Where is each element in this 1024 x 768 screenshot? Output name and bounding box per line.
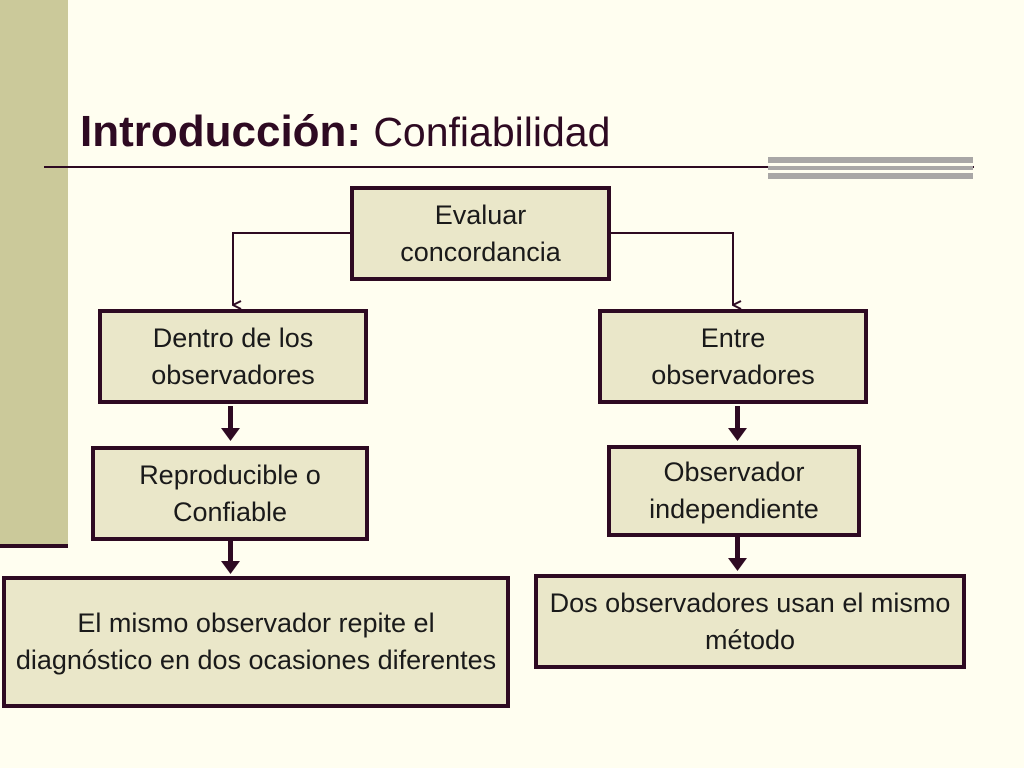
title-bold-part: Introducción: <box>80 107 362 156</box>
accent-side-bar <box>0 0 68 548</box>
node-right-level3: Dos observadores usan el mismo método <box>534 574 966 669</box>
node-right-level1: Entre observadores <box>598 309 868 404</box>
title-underline <box>44 166 974 168</box>
node-right-level2: Observador independiente <box>607 445 861 537</box>
node-left-level2: Reproducible o Confiable <box>91 446 369 541</box>
node-left-level1: Dentro de los observadores <box>98 309 368 404</box>
arrow-left-1-to-2 <box>221 406 240 441</box>
node-left-level3: El mismo observador repite el diagnóstic… <box>2 576 510 708</box>
decorative-grey-bar <box>768 157 973 179</box>
arrow-right-1-to-2 <box>728 406 747 441</box>
arrow-left-2-to-3 <box>221 541 240 574</box>
node-root: Evaluar concordancia <box>350 186 611 281</box>
title-rest-part: Confiabilidad <box>373 109 611 155</box>
connector-root-right <box>610 232 733 305</box>
slide-title: Introducción: Confiabilidad <box>80 104 610 160</box>
arrow-right-2-to-3 <box>728 537 747 571</box>
connector-root-left <box>232 232 351 305</box>
